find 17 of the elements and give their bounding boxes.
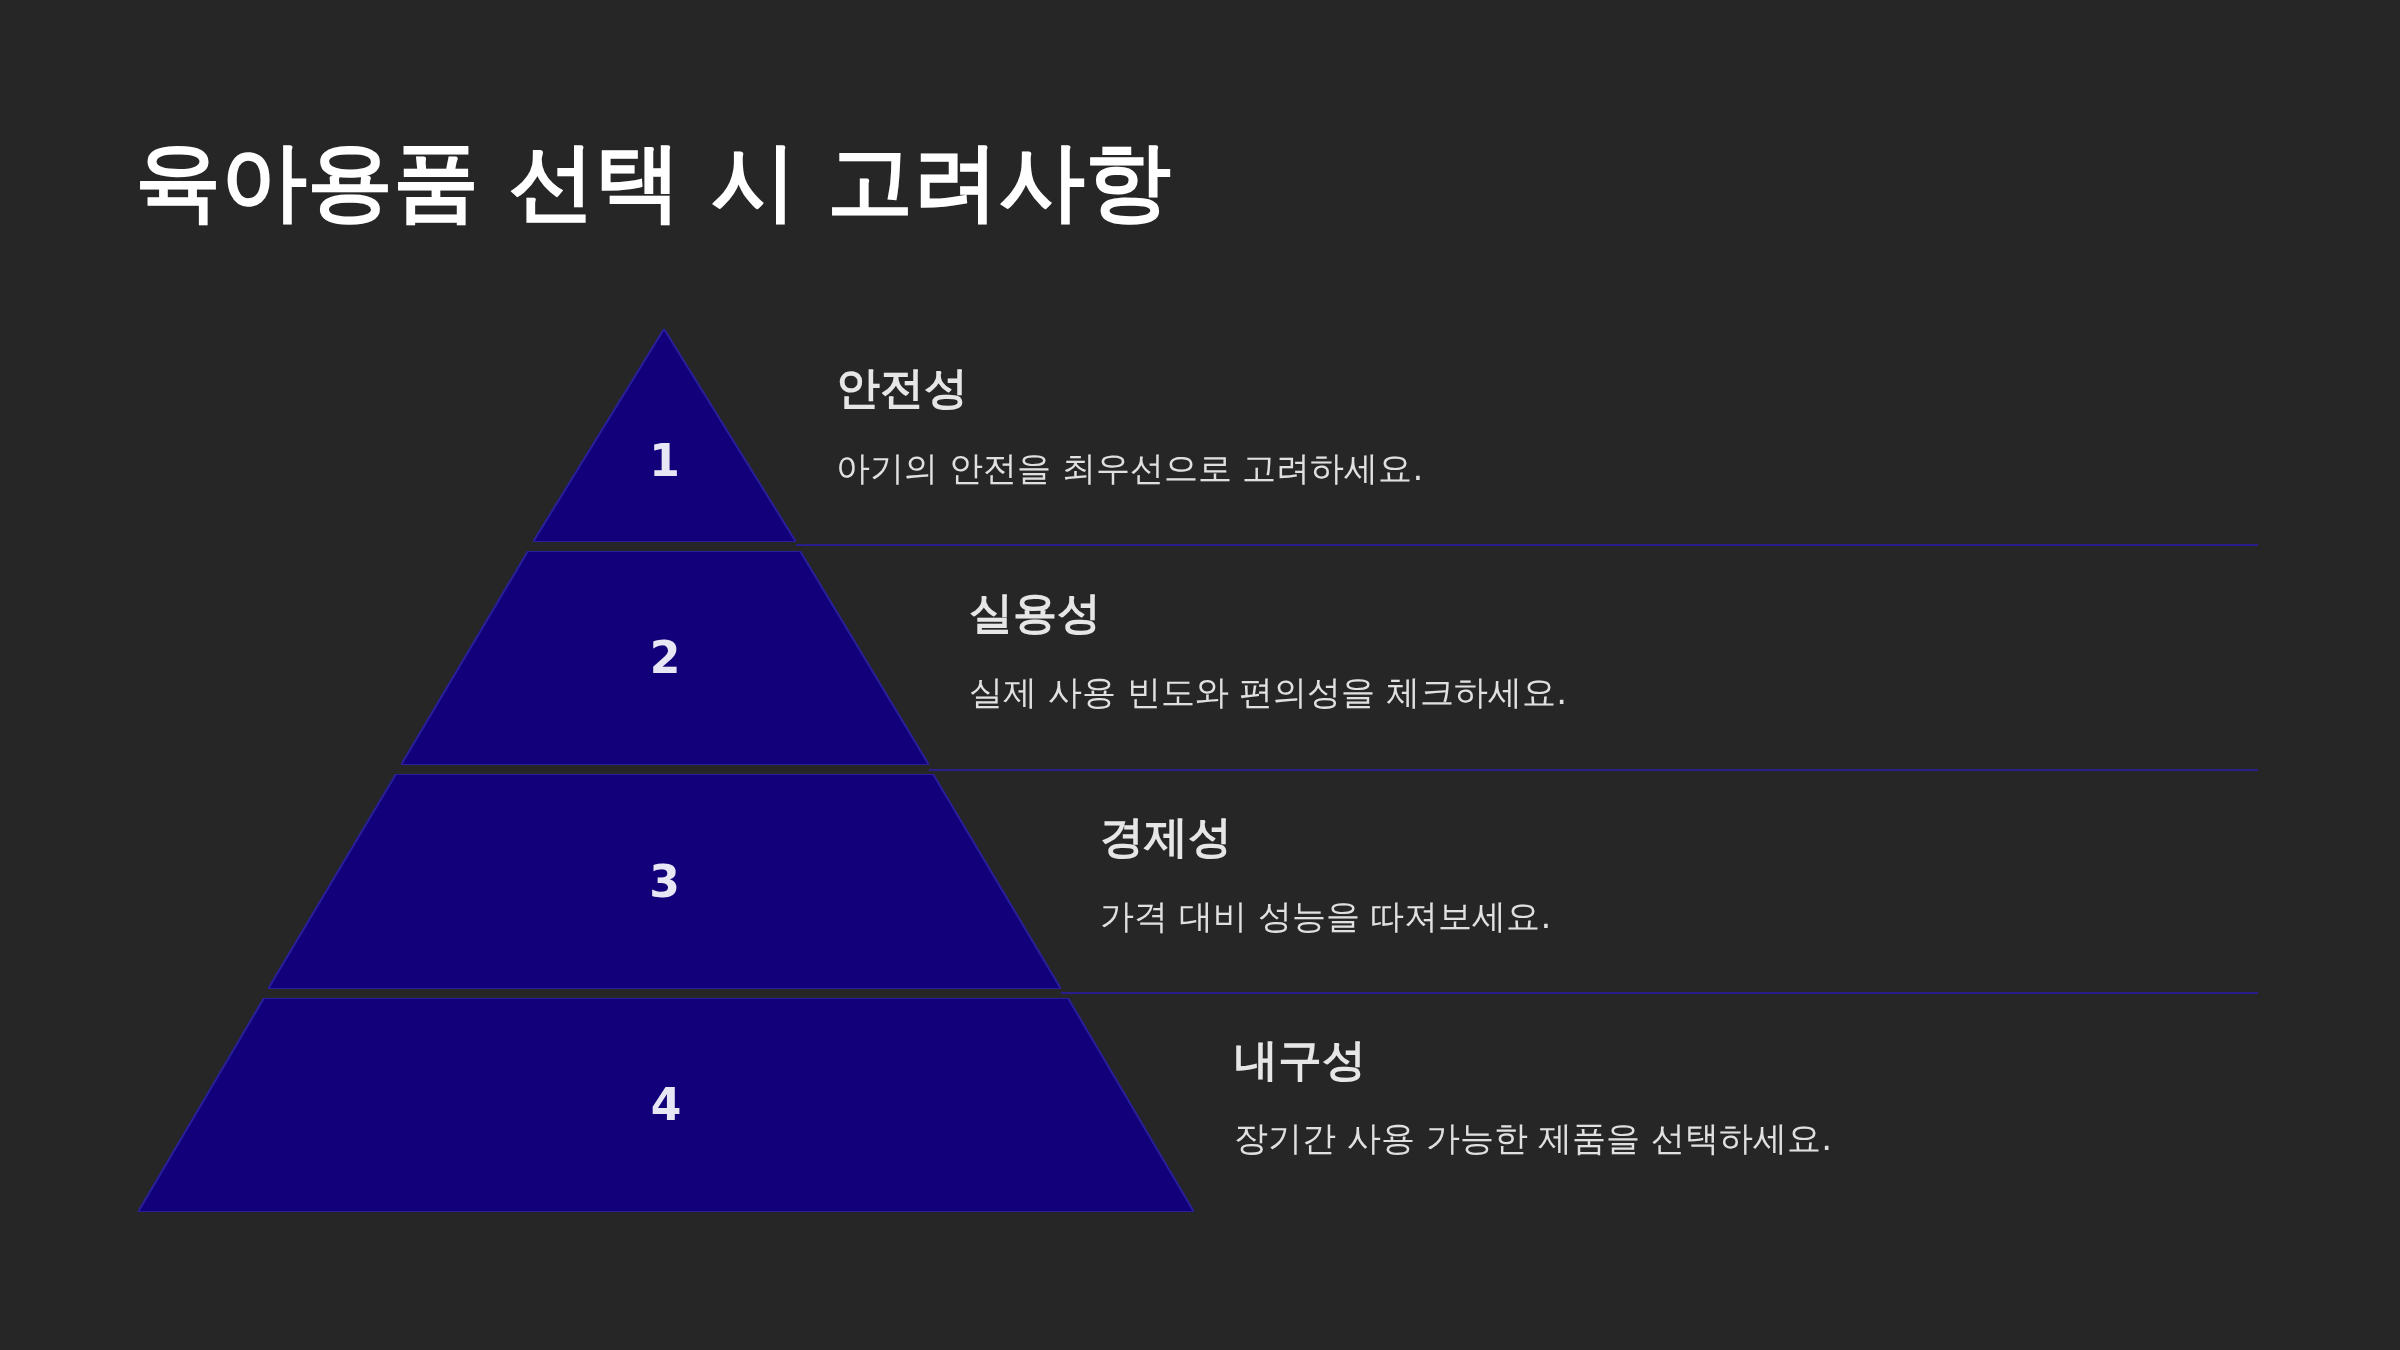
layer-number: 1 [648,439,681,484]
layer-description: 장기간 사용 가능한 제품을 선택하세요. [1234,1118,1833,1159]
pyramid-layer [401,551,929,765]
layer-heading: 내구성 [1234,1034,1366,1087]
layer-description: 가격 대비 성능을 따져보세요. [1100,896,1552,937]
layer-heading: 안전성 [836,362,968,415]
layer-number: 4 [649,1083,683,1127]
layer-heading: 경제성 [1100,811,1232,864]
title: 육아용품 선택 시 고려사항 [135,130,1171,233]
pyramid-layer [533,329,796,542]
layer-number: 2 [648,636,682,680]
pyramid-layer [268,774,1061,989]
layer-description: 아기의 안전을 최우선으로 고려하세요. [836,448,1424,489]
layer-description: 실제 사용 빈도와 편의성을 체크하세요. [969,672,1568,713]
layer-number: 3 [648,859,681,904]
layer-heading: 실용성 [969,587,1101,640]
pyramid-layer [138,998,1194,1212]
